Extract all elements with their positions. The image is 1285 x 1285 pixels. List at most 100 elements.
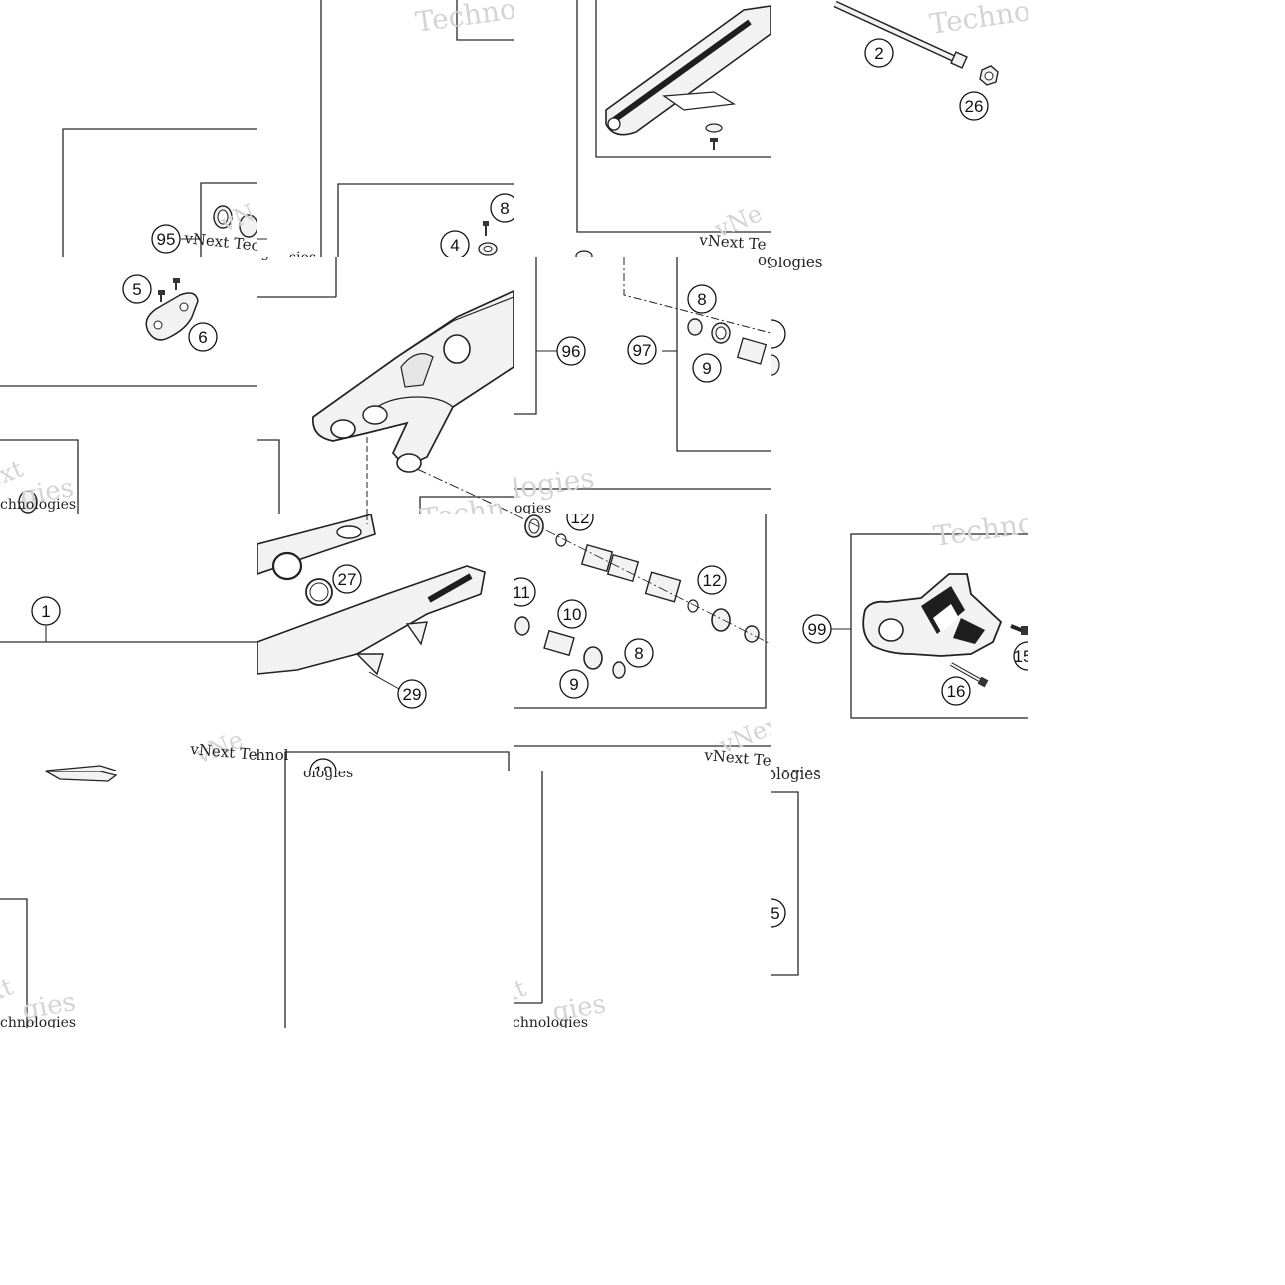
callout-10-label: 10	[563, 605, 582, 624]
diagram-tile-bottom-center-right: xt gies chnologies	[514, 771, 771, 1028]
diagram-tile-bottom-left: ext gies chnologies	[0, 771, 257, 1028]
callout-8-label: 8	[697, 290, 706, 309]
callout-18-label: 18	[314, 763, 333, 771]
callout-1-label: 1	[41, 602, 50, 621]
callout-27-label: 27	[338, 570, 357, 589]
callout-97-label: 97	[633, 341, 652, 360]
callout-26-label: 26	[965, 97, 984, 116]
watermark-logies: ogies	[758, 257, 771, 269]
nut-icon	[979, 65, 999, 86]
watermark-technologies: Technolo	[927, 0, 1028, 41]
callout-16	[941, 676, 971, 706]
tile-bottom-center-right-art: xt gies chnologies	[514, 771, 608, 1028]
watermark-vnext: vNext Technologies	[189, 740, 257, 771]
callout-8	[624, 638, 654, 668]
watermark-logies: ogies	[257, 257, 289, 261]
axle-icon	[833, 0, 968, 69]
bolt-icon	[950, 624, 1028, 688]
watermark-logies: nologies	[771, 257, 823, 271]
watermark-technologies: Technologies	[413, 0, 514, 39]
callout-99-label: 99	[808, 620, 827, 639]
watermark-logies: ologies	[771, 771, 821, 783]
callout-6	[188, 322, 218, 352]
tile-lower-center-right-art: 12 12 11 10 8 9 vNext vNext Te	[514, 514, 771, 770]
callout-15	[1013, 641, 1028, 671]
tile-lower-left-art: 1 vNe vNext Technologies	[0, 596, 257, 771]
bearing-set-icon	[514, 514, 760, 679]
watermark-logies: ologies	[771, 764, 821, 771]
callout-7	[490, 193, 514, 223]
bolt-icon	[158, 278, 180, 302]
tile-top-right-art: 2 26 Technolo	[833, 0, 1028, 121]
tile-lower-center-left-art: 27 29 xt chnol 18	[257, 514, 510, 771]
tile-mid-right-art: nologies Techno	[771, 257, 1028, 514]
callout-5-label: 5	[132, 280, 141, 299]
callout-4	[440, 230, 470, 257]
diagram-tile-lower-right: 99 16 15 Techno ologies	[771, 514, 1028, 771]
callout-26	[959, 91, 989, 121]
watermark-logies: ogies	[514, 501, 551, 514]
callout-12-partial-label: 12	[571, 514, 590, 527]
diagram-tile-mid-left: 5 6 ext gies chnologies	[0, 257, 257, 514]
watermark-vnext: ext	[0, 972, 17, 1012]
seal-ring-icon	[305, 578, 333, 606]
swingarm-icon	[312, 290, 514, 473]
diagram-tile-bottom-center-left: ologies	[257, 771, 514, 1028]
chain-slider-icon	[605, 5, 771, 136]
tile-top-center-left-art: 4 8 Technologies sies	[257, 0, 514, 257]
bolt-icon	[483, 221, 489, 236]
watermark-technologies: Techno	[927, 503, 1028, 514]
callout-99	[802, 614, 832, 644]
watermark-logies: chnologies	[0, 1015, 76, 1028]
callout-7-label: 8	[500, 199, 509, 218]
callout-11	[514, 577, 536, 607]
callout-5-partial-label: 5	[771, 904, 780, 923]
callout-96-label: 96	[562, 342, 581, 361]
callout-5	[122, 274, 152, 304]
callout-8	[687, 284, 717, 314]
callout-29	[397, 679, 427, 709]
diagram-tile-lower-center-left: 27 29 xt chnol 18	[257, 514, 514, 771]
callout-12	[697, 565, 727, 595]
tile-bottom-right-art: 5 ologies	[771, 771, 821, 976]
callout-11-label: 11	[514, 583, 530, 602]
watermark-vnext: vNext Te	[698, 231, 768, 254]
tile-top-center-right-art: vNext Te vNe	[575, 0, 771, 257]
callout-5-partial	[771, 898, 786, 928]
bushing-icon	[213, 205, 257, 238]
bushing-icon	[18, 490, 38, 514]
callout-10	[557, 599, 587, 629]
diagram-tile-lower-left: 1 vNe vNext Technologies	[0, 514, 257, 771]
callout-29-label: 29	[403, 685, 422, 704]
diagram-tile-top-center-right: vNext Te vNe	[514, 0, 771, 257]
watermark-logies: chnologies	[514, 1015, 588, 1028]
callout-1	[31, 596, 61, 626]
callout-2-label: 2	[874, 44, 883, 63]
callout-2	[864, 38, 894, 68]
watermark-vnext: chnol	[257, 746, 289, 764]
callout-12-partial	[566, 514, 594, 531]
tile-mid-center-left-art: ogies Techn	[257, 257, 514, 514]
tile-top-left-art: 95 vNext Tec vN	[62, 128, 257, 257]
seal-ring-icon	[687, 318, 768, 365]
watermark-logies: sies	[289, 250, 316, 257]
tile-lower-right-art: 99 16 15 Techno ologies	[771, 514, 1028, 771]
callout-9-label: 9	[702, 359, 711, 378]
diagram-tile-mid-center-right: 96 97 8 9 ogies ologies ogies	[514, 257, 771, 514]
callout-15-label: 15	[1014, 647, 1028, 666]
screw-icon	[705, 123, 723, 150]
clamp-icon	[145, 292, 199, 341]
watermark-logies: ologies	[303, 771, 353, 781]
diagram-tile-mid-right: nologies Techno	[771, 257, 1028, 514]
callout-9	[692, 353, 722, 383]
diagram-tile-bottom-right: 5 ologies	[771, 771, 1028, 1028]
chain-guide-icon	[862, 573, 1003, 657]
callout-8-label: 8	[634, 644, 643, 663]
callout-95	[151, 224, 181, 254]
washer-icon	[478, 242, 498, 256]
callout-9	[559, 669, 589, 699]
callout-16-label: 16	[947, 682, 966, 701]
watermark-logies: chnologies	[0, 497, 76, 513]
diagram-tile-top-right: 2 26 Technolo	[771, 0, 1028, 257]
watermark-technologies: Techn	[418, 491, 507, 514]
